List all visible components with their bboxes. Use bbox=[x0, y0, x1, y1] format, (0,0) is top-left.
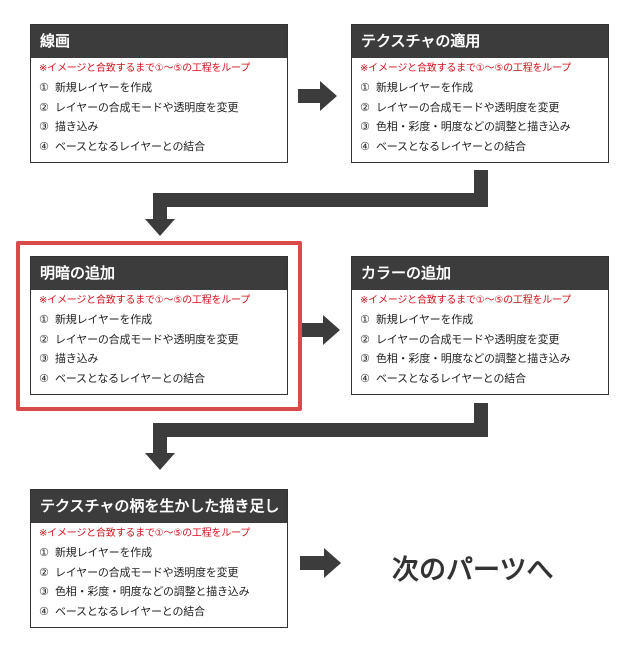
step-text: 新規レイヤーを作成 bbox=[55, 81, 152, 94]
step-item: ① 新規レイヤーを作成 bbox=[360, 78, 608, 98]
step-item: ② レイヤーの合成モードや透明度を変更 bbox=[39, 563, 287, 583]
step-text: ベースとなるレイヤーとの結合 bbox=[376, 139, 526, 153]
step-text: レイヤーの合成モードや透明度を変更 bbox=[376, 332, 560, 346]
step-item: ② レイヤーの合成モードや透明度を変更 bbox=[39, 330, 287, 350]
step-list: ① 新規レイヤーを作成 ② レイヤーの合成モードや透明度を変更 ③ 描き込み ④ ベース… bbox=[31, 310, 287, 388]
step-list: ① 新規レイヤーを作成 ② レイヤーの合成モードや透明度を変更 ③ 色相・彩度・明度な… bbox=[352, 78, 608, 156]
loop-note: ※イメージと合致するまで①～⑤の工程をループ bbox=[360, 63, 572, 74]
step-number: ③ bbox=[360, 352, 370, 365]
step-number: ② bbox=[39, 565, 49, 579]
step-list: ① 新規レイヤーを作成 ② レイヤーの合成モードや透明度を変更 ③ 描き込み ④ ベース… bbox=[31, 78, 287, 156]
step-number: ④ bbox=[39, 371, 49, 385]
step-item: ③ 色相・彩度・明度などの調整と描き込み bbox=[360, 117, 608, 137]
arrow-shaft bbox=[153, 423, 488, 437]
step-number: ③ bbox=[39, 585, 49, 598]
step-text: 描き込み bbox=[55, 352, 99, 365]
step-box-line-art: 線画 ※イメージと合致するまで①～⑤の工程をループ ① 新規レイヤーを作成 ② レイ… bbox=[30, 24, 288, 163]
step-text: ベースとなるレイヤーとの結合 bbox=[55, 139, 205, 153]
step-item: ② レイヤーの合成モードや透明度を変更 bbox=[39, 98, 287, 118]
next-parts-label: 次のパーツへ bbox=[392, 555, 554, 586]
step-text: レイヤーの合成モードや透明度を変更 bbox=[55, 332, 239, 346]
step-text: ベースとなるレイヤーとの結合 bbox=[376, 371, 526, 385]
step-text: レイヤーの合成モードや透明度を変更 bbox=[55, 100, 239, 114]
step-item: ④ ベースとなるレイヤーとの結合 bbox=[360, 137, 608, 157]
step-item: ③ 色相・彩度・明度などの調整と描き込み bbox=[360, 349, 608, 369]
arrow-shaft bbox=[153, 193, 488, 207]
step-item: ④ ベースとなるレイヤーとの結合 bbox=[39, 137, 287, 157]
step-text: 色相・彩度・明度などの調整と描き込み bbox=[55, 585, 250, 598]
step-number: ② bbox=[360, 332, 370, 346]
step-text: レイヤーの合成モードや透明度を変更 bbox=[55, 565, 239, 579]
step-title: 線画 bbox=[31, 25, 287, 58]
step-item: ③ 色相・彩度・明度などの調整と描き込み bbox=[39, 582, 287, 602]
step-box-light-shadow: 明暗の追加 ※イメージと合致するまで①～⑤の工程をループ ① 新規レイヤーを作成 … bbox=[30, 256, 288, 395]
step-number: ① bbox=[360, 313, 370, 326]
step-number: ② bbox=[39, 332, 49, 346]
step-text: 新規レイヤーを作成 bbox=[55, 313, 152, 326]
step-number: ④ bbox=[360, 371, 370, 385]
step-number: ③ bbox=[39, 120, 49, 133]
step-number: ① bbox=[360, 81, 370, 94]
step-item: ④ ベースとなるレイヤーとの結合 bbox=[39, 369, 287, 389]
step-number: ② bbox=[39, 100, 49, 114]
arrow-shaft bbox=[302, 323, 323, 337]
arrow-shaft bbox=[298, 89, 320, 103]
step-text: 色相・彩度・明度などの調整と描き込み bbox=[376, 120, 571, 133]
step-text: 描き込み bbox=[55, 120, 99, 133]
step-list: ① 新規レイヤーを作成 ② レイヤーの合成モードや透明度を変更 ③ 色相・彩度・明度な… bbox=[352, 310, 608, 388]
step-box-color-add: カラーの追加 ※イメージと合致するまで①～⑤の工程をループ ① 新規レイヤーを作成… bbox=[351, 256, 609, 395]
step-title: テクスチャの柄を生かした描き足し bbox=[31, 490, 287, 523]
arrow-head bbox=[145, 219, 175, 236]
step-number: ④ bbox=[39, 604, 49, 618]
step-box-texture-apply: テクスチャの適用 ※イメージと合致するまで①～⑤の工程をループ ① 新規レイヤーを… bbox=[351, 24, 609, 163]
step-number: ① bbox=[39, 313, 49, 326]
step-text: 新規レイヤーを作成 bbox=[376, 81, 473, 94]
current-step-highlight bbox=[16, 241, 302, 411]
step-number: ④ bbox=[360, 139, 370, 153]
step-number: ① bbox=[39, 546, 49, 559]
step-title: 明暗の追加 bbox=[31, 257, 287, 290]
step-number: ③ bbox=[360, 120, 370, 133]
step-text: ベースとなるレイヤーとの結合 bbox=[55, 604, 205, 618]
step-text: ベースとなるレイヤーとの結合 bbox=[55, 371, 205, 385]
loop-note: ※イメージと合致するまで①～⑤の工程をループ bbox=[39, 63, 251, 74]
step-item: ① 新規レイヤーを作成 bbox=[39, 78, 287, 98]
arrow-shaft bbox=[153, 423, 167, 453]
step-text: 新規レイヤーを作成 bbox=[376, 313, 473, 326]
arrow-head bbox=[324, 548, 341, 578]
step-title: カラーの追加 bbox=[352, 257, 608, 290]
step-number: ② bbox=[360, 100, 370, 114]
step-item: ④ ベースとなるレイヤーとの結合 bbox=[39, 602, 287, 622]
step-item: ② レイヤーの合成モードや透明度を変更 bbox=[360, 98, 608, 118]
step-number: ① bbox=[39, 81, 49, 94]
loop-note: ※イメージと合致するまで①～⑤の工程をループ bbox=[360, 295, 572, 306]
step-list: ① 新規レイヤーを作成 ② レイヤーの合成モードや透明度を変更 ③ 色相・彩度・明度な… bbox=[31, 543, 287, 621]
step-number: ③ bbox=[39, 352, 49, 365]
step-text: 新規レイヤーを作成 bbox=[55, 546, 152, 559]
step-item: ② レイヤーの合成モードや透明度を変更 bbox=[360, 330, 608, 350]
step-number: ④ bbox=[39, 139, 49, 153]
step-title: テクスチャの適用 bbox=[352, 25, 608, 58]
step-item: ① 新規レイヤーを作成 bbox=[39, 310, 287, 330]
arrow-head bbox=[320, 81, 337, 111]
step-item: ③ 描き込み bbox=[39, 349, 287, 369]
arrow-head bbox=[145, 453, 175, 470]
arrow-head bbox=[323, 315, 340, 345]
loop-note: ※イメージと合致するまで①～⑤の工程をループ bbox=[39, 295, 251, 306]
arrow-shaft bbox=[153, 193, 167, 219]
step-box-texture-pattern-draw: テクスチャの柄を生かした描き足し ※イメージと合致するまで①～⑤の工程をループ … bbox=[30, 489, 288, 628]
step-item: ① 新規レイヤーを作成 bbox=[39, 543, 287, 563]
loop-note: ※イメージと合致するまで①～⑤の工程をループ bbox=[39, 528, 251, 539]
step-item: ① 新規レイヤーを作成 bbox=[360, 310, 608, 330]
step-text: レイヤーの合成モードや透明度を変更 bbox=[376, 100, 560, 114]
arrow-shaft bbox=[300, 556, 324, 570]
step-item: ③ 描き込み bbox=[39, 117, 287, 137]
step-text: 色相・彩度・明度などの調整と描き込み bbox=[376, 352, 571, 365]
step-item: ④ ベースとなるレイヤーとの結合 bbox=[360, 369, 608, 389]
